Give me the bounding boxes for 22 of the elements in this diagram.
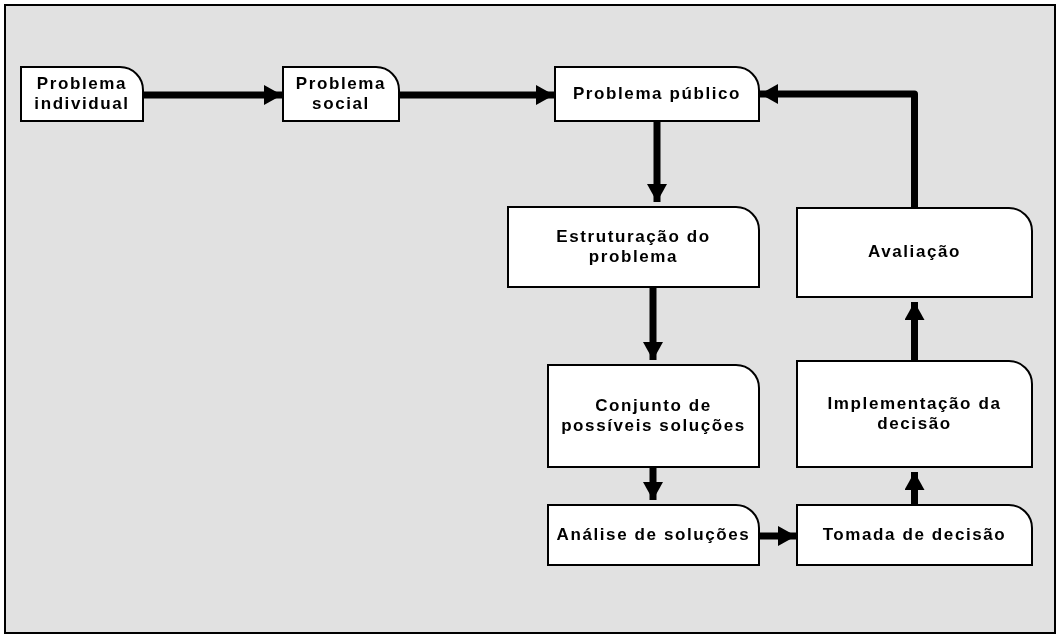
box-label: Problema social [294,73,388,115]
process-box [547,504,760,566]
process-box [20,66,144,122]
process-box [507,206,760,288]
box-label: Implementação da decisão [826,393,1003,435]
process-box [554,66,760,122]
process-box [796,360,1033,468]
box-label: Tomada de decisão [821,524,1008,546]
process-box [547,364,760,468]
box-label: Avaliação [866,242,963,263]
box-label: Problema público [571,83,743,105]
box-label: Problema individual [33,73,131,115]
box-label: Análise de soluções [555,524,752,546]
arrow [400,85,554,105]
arrow [760,526,796,546]
arrow [760,84,918,207]
box-label: Conjunto de possíveis soluções [560,395,747,437]
box-label: Estruturação do problema [555,226,712,268]
process-box [796,207,1033,298]
process-box [282,66,400,122]
process-box [796,504,1033,566]
arrow [144,85,282,105]
